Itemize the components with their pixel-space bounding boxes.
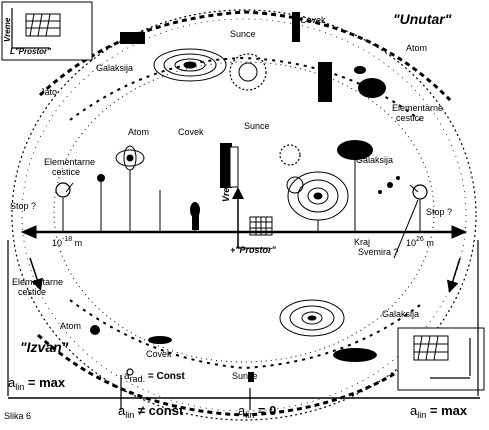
accel-lin-4: lin (245, 410, 254, 420)
accel-rad-const: arad. = Const (124, 372, 185, 384)
mid-right-galaxy (337, 140, 400, 194)
inset-prostor-label: L"Prostor" (10, 48, 51, 56)
label-galaksija-mid: Galaksija (356, 156, 393, 165)
axis-right-exp: 26 (416, 236, 424, 243)
center-grid (238, 190, 272, 248)
label-sunce-low: Sunce (232, 372, 258, 381)
accel-lin-3: lin (125, 410, 134, 420)
label-unutar: "Unutar" (393, 12, 451, 27)
axis-ticks (63, 160, 420, 232)
label-sunce-top: Sunce (230, 30, 256, 39)
inset-vreme-label: Vreme (4, 18, 12, 42)
label-covek-mid: Covek (178, 128, 204, 137)
label-covek-top: Covek (300, 16, 326, 25)
label-stop-right: Stop ? (426, 208, 452, 217)
accel-max-left-value: = max (28, 375, 65, 390)
top-right-spiral (354, 66, 386, 98)
label-galaksija-low: Galaksija (382, 310, 419, 319)
label-galaksija-top: Galaksija (96, 64, 133, 73)
accel-zero: alin = 0 (238, 404, 276, 420)
inner-ring (54, 58, 434, 368)
axis-vreme-label: Vreme (222, 175, 231, 202)
axis-left-base: 10 (52, 238, 62, 248)
axis-right-base: 10 (406, 238, 416, 248)
label-izvan: "Izvan" (20, 340, 68, 355)
axis-right-unit: m (426, 238, 434, 248)
accel-max-right: alin = max (410, 404, 467, 420)
axis-prostor-label: +"Prostor" (230, 246, 276, 255)
label-sunce-mid: Sunce (244, 122, 270, 131)
label-jato: Jato (40, 88, 57, 97)
accel-max-left: alin = max (8, 376, 65, 392)
mid-galaxy (288, 172, 348, 220)
inset-bottom-right (398, 328, 484, 390)
label-elem-low-2: cestice (18, 288, 46, 297)
label-kraj-2: Svemira ? (358, 248, 399, 257)
label-atom-mid: Atom (128, 128, 149, 137)
mid-atom (116, 146, 144, 170)
lower-galaxy (280, 300, 344, 336)
axis-right-label: 1026 m (406, 236, 434, 248)
accel-not-const: alin ≠ const (118, 404, 183, 420)
label-stop-left: Stop ? (10, 202, 36, 211)
accel-not-const-value: ≠ const (138, 403, 183, 418)
axis-left-unit: m (75, 238, 83, 248)
main-axis (22, 226, 466, 238)
accel-const-value: = Const (148, 371, 185, 382)
label-covek-low: Covek (146, 350, 172, 359)
label-atom-low: Atom (60, 322, 81, 331)
accel-zero-value: = 0 (258, 403, 276, 418)
mid-sun (280, 145, 303, 193)
stop-markers (56, 183, 427, 199)
mid-figures (97, 143, 238, 230)
axis-left-label: 10-18 m (52, 236, 82, 248)
accel-max-right-value: = max (430, 403, 467, 418)
accel-rad: rad. (130, 374, 146, 384)
accel-lin-5: lin (417, 410, 426, 420)
flow-arrows (30, 258, 460, 290)
axis-left-exp: -18 (62, 236, 72, 243)
accel-lin-1: lin (15, 382, 24, 392)
label-slika: Slika 6 (4, 412, 31, 421)
label-elem-mid-2: cestice (52, 168, 80, 177)
top-figures (120, 12, 332, 102)
top-galaxy (154, 49, 226, 81)
label-elem-top-right-2: cestice (396, 114, 424, 123)
top-sun (230, 54, 266, 90)
label-atom-top: Atom (406, 44, 427, 53)
